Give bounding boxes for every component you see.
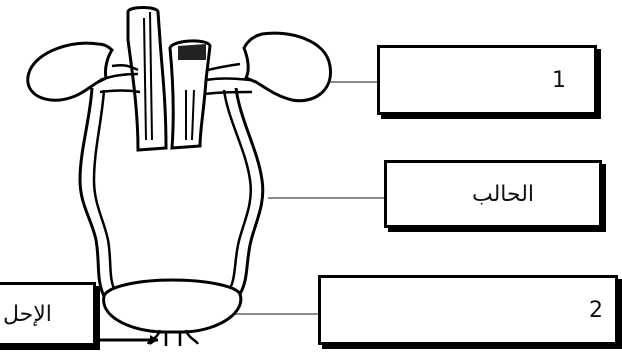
right-renal-vessels (204, 64, 252, 94)
aorta (128, 8, 166, 151)
label-1-text: 1 (552, 68, 566, 93)
label-box-1[interactable]: 1 (377, 45, 597, 115)
label-ureter-text: الحالب (472, 182, 534, 207)
label-box-ureter[interactable]: الحالب (384, 160, 602, 228)
label-box-urethra[interactable]: الإحل (0, 282, 96, 346)
right-kidney (244, 33, 330, 101)
label-box-2[interactable]: 2 (318, 275, 618, 345)
vena-cava-shading (178, 44, 206, 60)
bladder (104, 280, 241, 332)
label-2-text: 2 (589, 298, 603, 323)
left-kidney (28, 43, 112, 100)
label-urethra-text: الإحل (3, 302, 52, 327)
right-ureter (236, 88, 263, 294)
